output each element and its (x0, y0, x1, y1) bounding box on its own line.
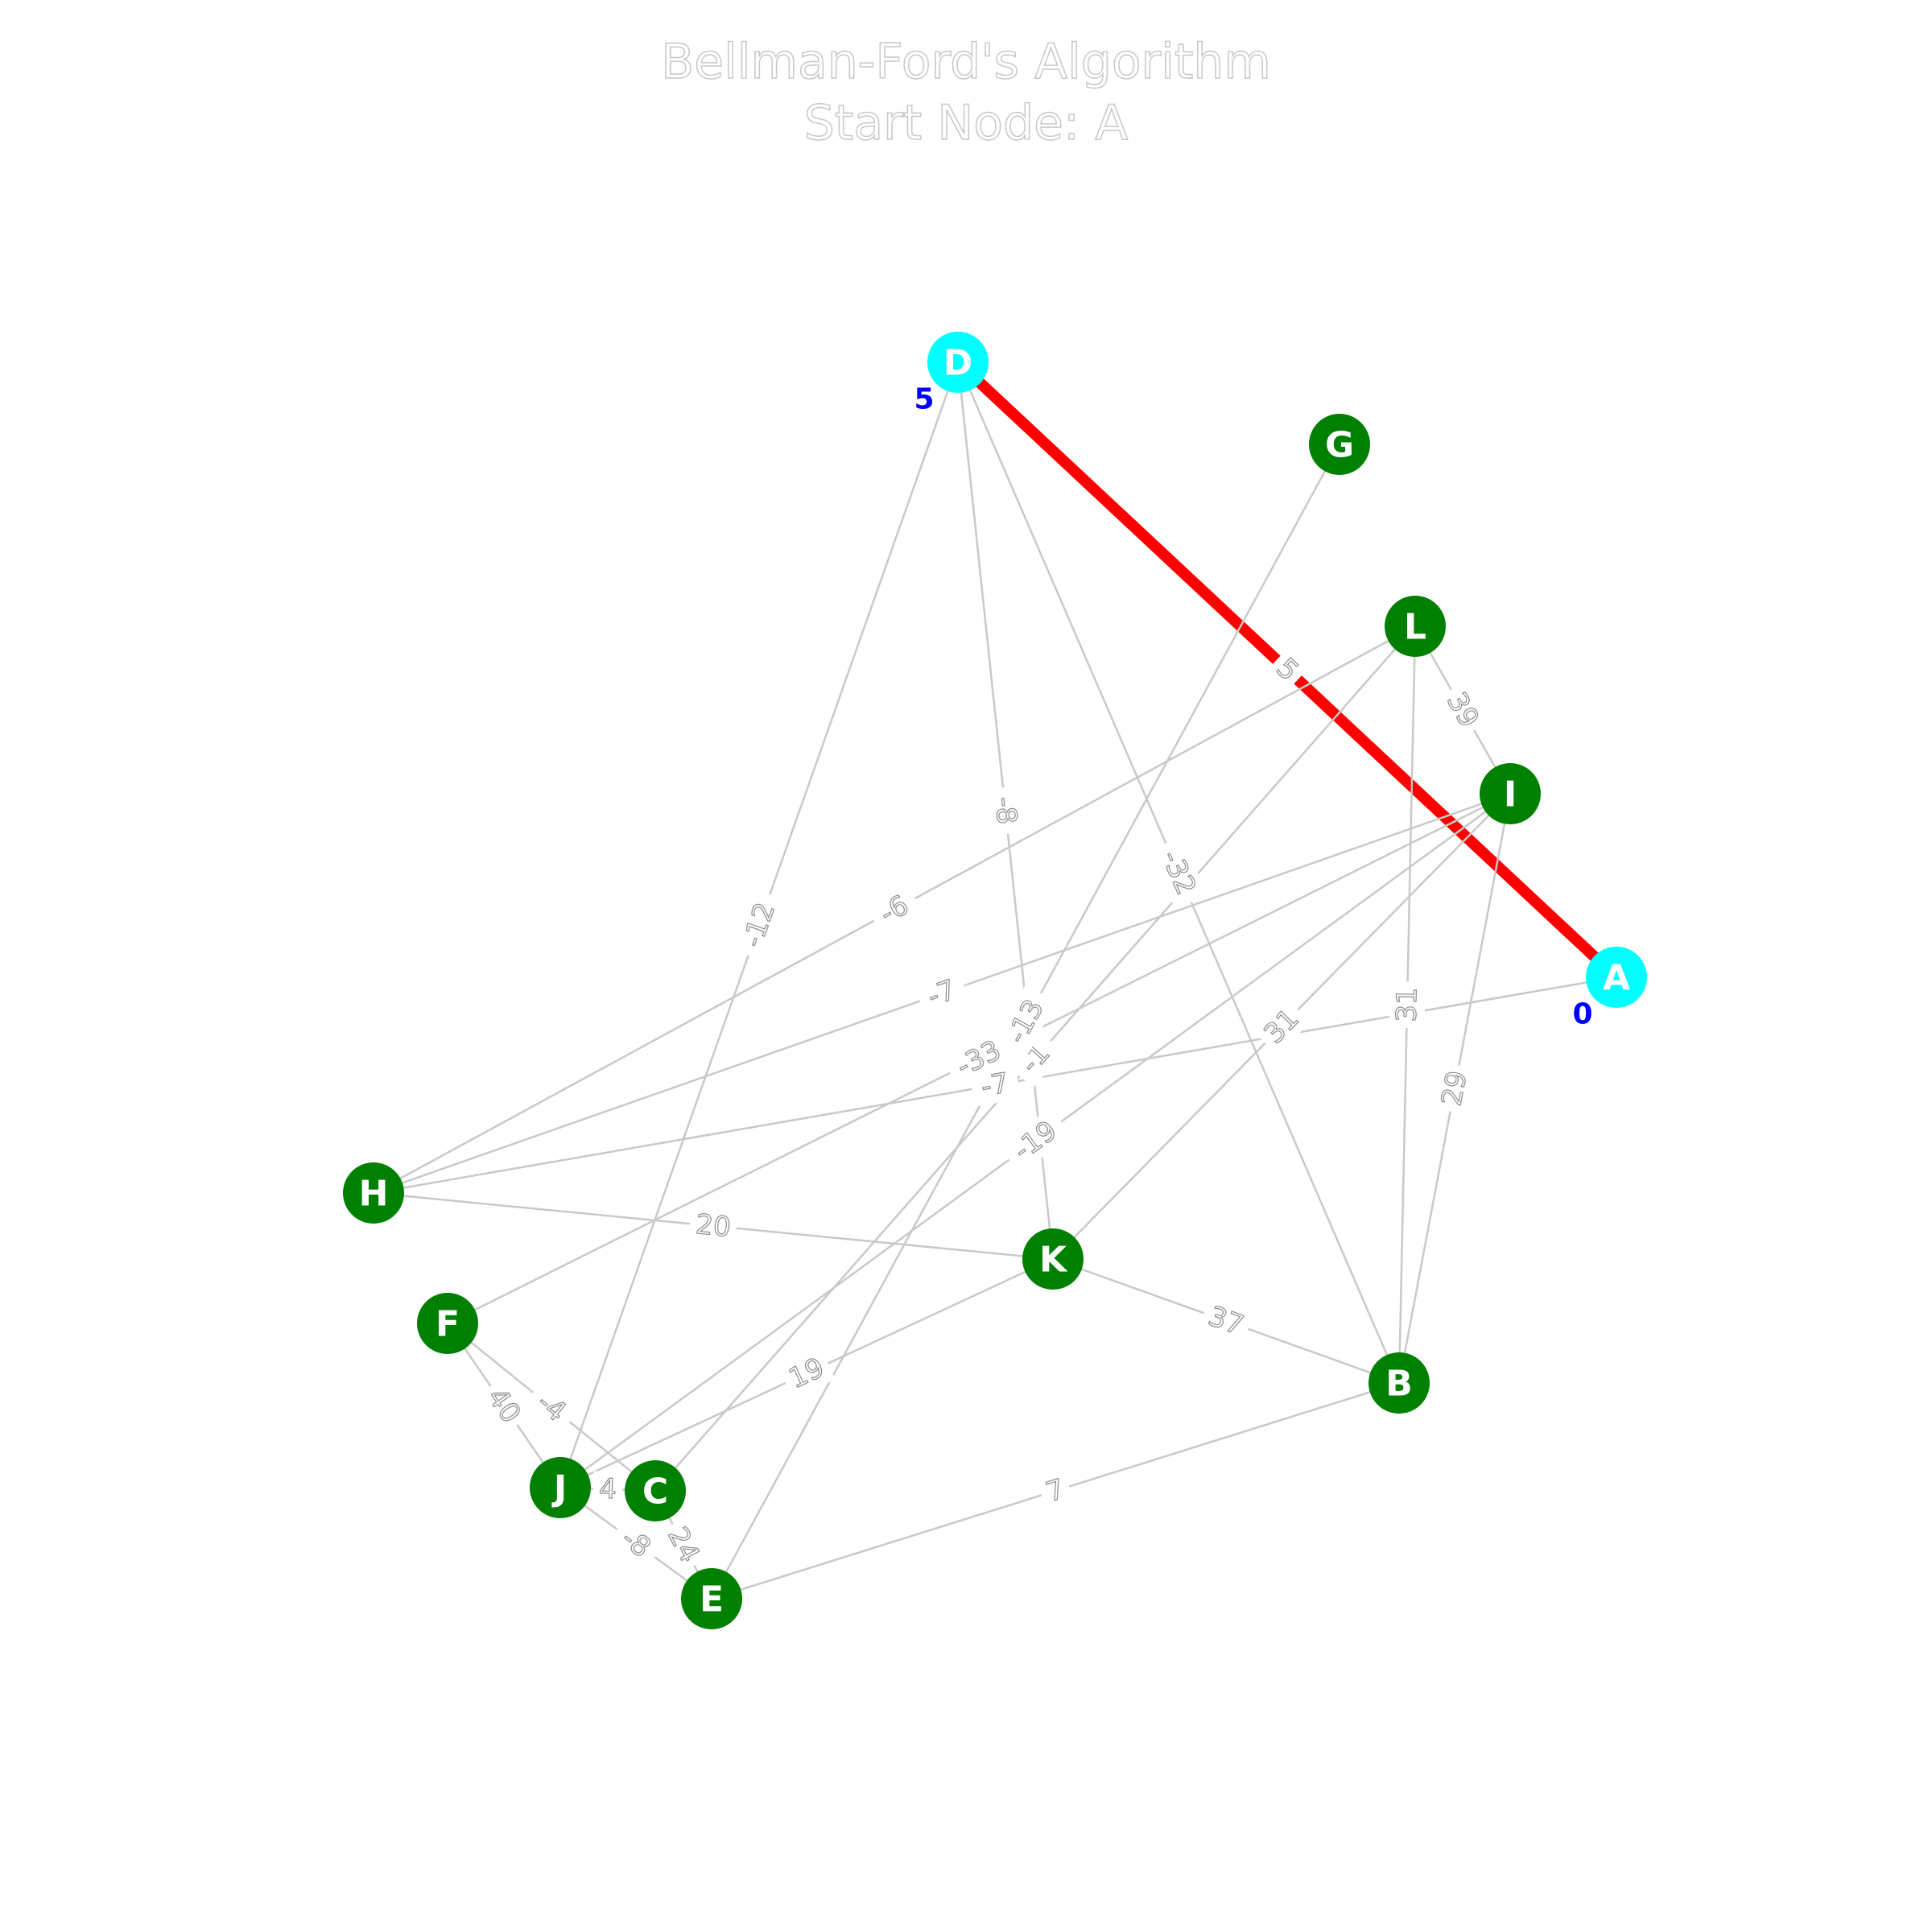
edge-weight-L-B: 31 (1389, 980, 1426, 1029)
node-E: E (681, 1568, 742, 1629)
node-circle-F (417, 1293, 478, 1354)
node-H: H (343, 1162, 404, 1224)
edge-weight-I-B: 29 (1433, 1062, 1476, 1115)
node-label-G: G (1325, 425, 1354, 466)
node-D: D5 (914, 332, 989, 416)
edge-weight-F-C: -4 (522, 1378, 581, 1436)
edge-weight-I-J: -19 (998, 1107, 1072, 1174)
node-circle-C (625, 1460, 686, 1521)
node-circle-H (343, 1162, 404, 1224)
node-label-K: K (1039, 1240, 1068, 1281)
node-label-J: J (551, 1468, 567, 1509)
node-label-H: H (359, 1174, 389, 1215)
node-B: B (1368, 1352, 1430, 1414)
edge-weight-K-J: 19 (778, 1347, 836, 1400)
node-label-D: D (943, 343, 973, 384)
node-circle-G (1309, 414, 1370, 475)
node-circle-B (1368, 1352, 1430, 1414)
chart-subtitle: Start Node: A (803, 94, 1129, 152)
edge-weight-B-E: 7 (1036, 1469, 1075, 1513)
svg-text:29: 29 (1435, 1068, 1473, 1108)
node-distance-D: 5 (914, 383, 934, 416)
edge-weight-J-C: 4 (592, 1471, 623, 1508)
node-circle-E (681, 1568, 742, 1629)
node-L: L (1385, 596, 1446, 657)
chart-title: Bellman-Ford's Algorithm (660, 33, 1271, 91)
edge-weight-L-H: -6 (865, 882, 923, 937)
node-A: A0 (1572, 947, 1647, 1031)
svg-text:4: 4 (599, 1473, 617, 1506)
node-I: I (1480, 763, 1541, 824)
node-label-F: F (436, 1304, 460, 1345)
node-K: K (1022, 1228, 1084, 1290)
edge-weight-D-J: -12 (731, 888, 787, 962)
node-circle-I (1480, 763, 1541, 824)
node-circle-A (1586, 947, 1647, 1008)
node-circle-K (1022, 1228, 1084, 1290)
node-circle-D (927, 332, 989, 393)
edge-weight-I-H: -7 (914, 968, 970, 1018)
edge-weight-D-K: -8 (985, 785, 1026, 836)
node-C: C (625, 1460, 686, 1521)
node-F: F (417, 1293, 478, 1354)
node-G: G (1309, 414, 1370, 475)
node-circle-J (530, 1457, 591, 1518)
node-label-B: B (1385, 1364, 1413, 1405)
node-circle-L (1385, 596, 1446, 657)
edge-weight-layer: 5-739-631-129-731-33-19-12-8-32-13203719… (476, 646, 1490, 1574)
node-label-A: A (1603, 958, 1630, 999)
svg-text:31: 31 (1391, 987, 1424, 1022)
nodes-layer: A0B C D5E F G H I J K L (343, 332, 1647, 1629)
edge-weight-J-E: -8 (606, 1515, 666, 1571)
node-label-L: L (1404, 607, 1426, 648)
edge-weight-L-I: 39 (1435, 680, 1490, 740)
svg-text:20: 20 (695, 1208, 733, 1244)
edge-weight-K-B: 37 (1198, 1296, 1254, 1346)
node-label-E: E (700, 1579, 724, 1620)
svg-text:-8: -8 (988, 795, 1022, 826)
node-J: J (530, 1457, 591, 1518)
edge-weight-H-K: 20 (688, 1206, 738, 1246)
node-distance-A: 0 (1572, 998, 1592, 1031)
node-label-C: C (642, 1472, 668, 1513)
node-label-I: I (1504, 774, 1517, 815)
